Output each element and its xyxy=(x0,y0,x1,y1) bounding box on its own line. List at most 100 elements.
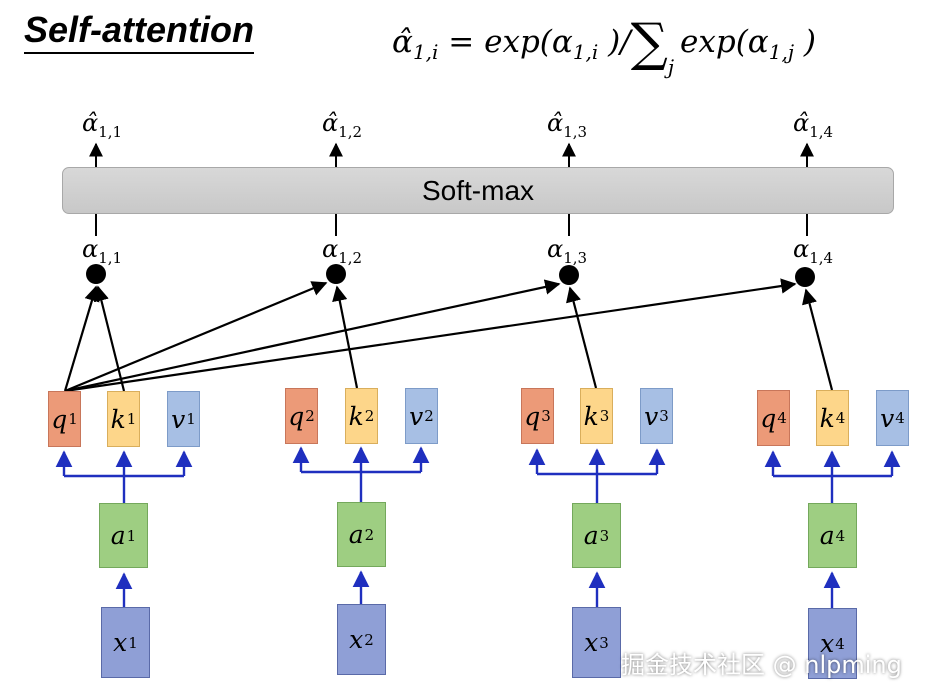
key-symbol: k xyxy=(583,401,599,431)
formula-numerator: exp(α xyxy=(484,24,573,60)
projection-arrows xyxy=(55,446,901,608)
query-symbol: q xyxy=(51,404,68,434)
key-index: 1 xyxy=(126,410,137,428)
score-dot-3 xyxy=(559,265,579,285)
key-index: 2 xyxy=(364,407,375,425)
score-subscript: 1,2 xyxy=(338,248,363,267)
score-label-4: α1,4 xyxy=(793,236,833,271)
formula-denominator: exp(α xyxy=(680,24,769,60)
key-arrows xyxy=(93,285,834,392)
score-dots xyxy=(86,264,815,287)
key-symbol: k xyxy=(819,403,835,433)
output-label-2: α̂1,2 xyxy=(322,110,362,145)
score-label-1: α1,1 xyxy=(82,236,122,271)
embedding-index: 3 xyxy=(599,526,610,545)
output-symbol: α̂ xyxy=(322,109,339,137)
score-symbol: α xyxy=(547,235,564,263)
input-symbol: x xyxy=(820,629,835,658)
value-index: 1 xyxy=(186,410,196,428)
formula-close: ) xyxy=(794,24,816,60)
embedding-symbol: a xyxy=(583,521,599,550)
query-index: 3 xyxy=(541,407,551,425)
summation-icon: ∑ xyxy=(630,13,668,73)
query-symbol: q xyxy=(524,401,541,431)
score-label-3: α1,3 xyxy=(547,236,587,271)
output-subscript: 1,1 xyxy=(98,122,123,141)
score-symbol: α xyxy=(322,235,339,263)
embedding-index: 4 xyxy=(835,526,846,545)
softmax-box: Soft-max xyxy=(62,167,894,214)
output-subscript: 1,2 xyxy=(338,122,363,141)
score-symbol: α xyxy=(82,235,99,263)
key-symbol: k xyxy=(110,404,126,434)
input-index: 3 xyxy=(599,633,609,652)
value-symbol: v xyxy=(880,403,895,433)
value-index: 4 xyxy=(895,409,905,427)
score-label-2: α1,2 xyxy=(322,236,362,271)
output-symbol: α̂ xyxy=(547,109,564,137)
formula-division: )/ xyxy=(598,24,631,60)
embedding-symbol: a xyxy=(348,520,364,549)
query-index: 1 xyxy=(68,410,78,428)
softmax-output-arrows xyxy=(89,142,814,167)
value-symbol: v xyxy=(409,401,424,431)
formula-denominator-subscript: 1,j xyxy=(768,40,795,65)
embedding-symbol: a xyxy=(110,521,126,550)
formula-numerator-subscript: 1,i xyxy=(572,40,599,65)
output-symbol: α̂ xyxy=(793,109,810,137)
value-symbol: v xyxy=(171,404,186,434)
score-subscript: 1,1 xyxy=(98,248,123,267)
key-index: 3 xyxy=(599,407,610,425)
watermark-text: 掘金技术社区 @ nlpming xyxy=(621,651,902,679)
slide-title: Self-attention xyxy=(24,10,254,54)
value-symbol: v xyxy=(644,401,659,431)
query-index: 2 xyxy=(305,407,315,425)
input-index: 2 xyxy=(364,630,374,649)
query-index: 4 xyxy=(777,409,787,427)
key-symbol: k xyxy=(348,401,364,431)
key-index: 4 xyxy=(835,409,846,427)
score-subscript: 1,3 xyxy=(563,248,588,267)
query-arrows xyxy=(63,278,797,393)
output-subscript: 1,4 xyxy=(809,122,834,141)
score-dot-2 xyxy=(326,264,346,284)
query-symbol: q xyxy=(288,401,305,431)
score-dot-4 xyxy=(795,267,815,287)
input-index: 4 xyxy=(835,634,845,653)
output-subscript: 1,3 xyxy=(563,122,588,141)
formula-lhs-symbol: α̂ xyxy=(392,24,413,60)
input-symbol: x xyxy=(584,628,599,657)
embedding-index: 1 xyxy=(126,526,137,545)
softmax-input-lines xyxy=(95,212,808,236)
output-label-4: α̂1,4 xyxy=(793,110,833,145)
output-label-1: α̂1,1 xyxy=(82,110,122,145)
embedding-index: 2 xyxy=(364,525,375,544)
input-symbol: x xyxy=(349,625,364,654)
score-symbol: α xyxy=(793,235,810,263)
formula-sum-index: j xyxy=(667,55,675,79)
score-subscript: 1,4 xyxy=(809,248,834,267)
input-index: 1 xyxy=(128,633,138,652)
formula-equals: = xyxy=(438,24,485,60)
value-index: 3 xyxy=(659,407,669,425)
embedding-symbol: a xyxy=(819,521,835,550)
